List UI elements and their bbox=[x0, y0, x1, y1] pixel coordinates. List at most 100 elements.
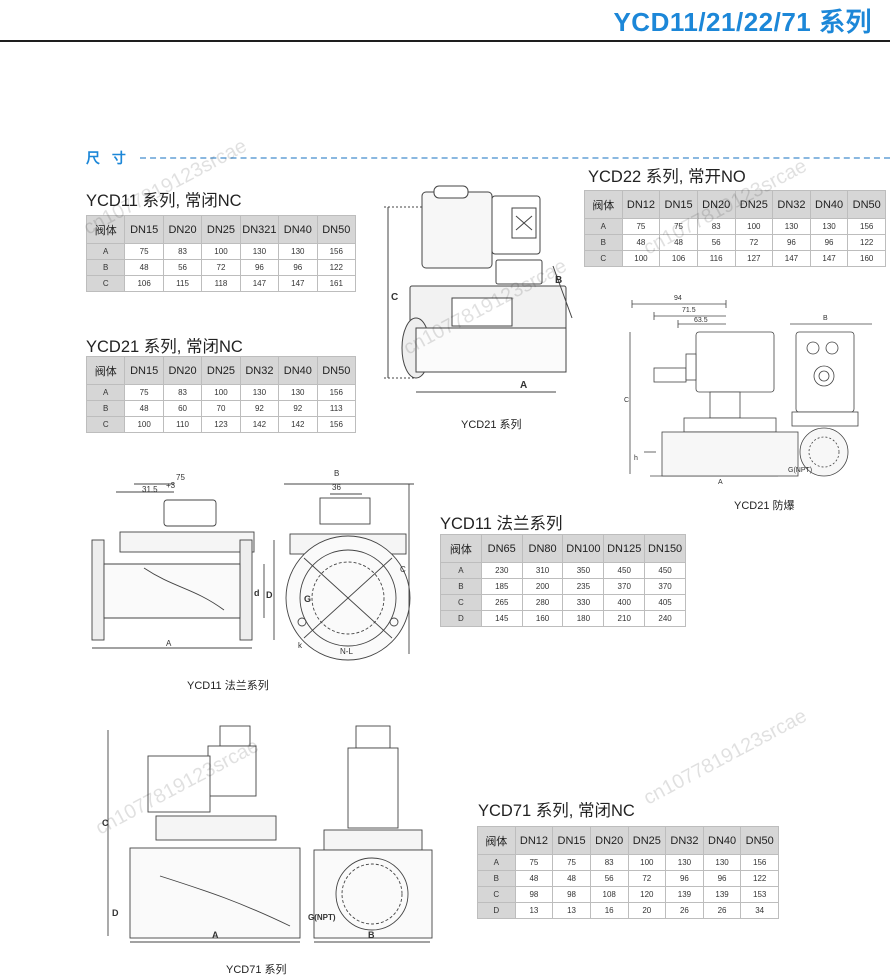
table-cell: 48 bbox=[552, 870, 591, 887]
ycd22-table-title: YCD22 系列, 常开NO bbox=[588, 168, 746, 186]
table-cell: 185 bbox=[480, 578, 523, 595]
table-cell: 400 bbox=[603, 594, 646, 611]
column-header: DN321 bbox=[239, 215, 280, 244]
ycd71-table-title: YCD71 系列, 常闭NC bbox=[478, 802, 635, 820]
table-cell: 130 bbox=[278, 243, 318, 260]
table-cell: 60 bbox=[162, 400, 203, 417]
column-header: DN25 bbox=[201, 215, 241, 244]
table-cell: 113 bbox=[316, 400, 357, 417]
row-label: A bbox=[584, 218, 623, 235]
ycd21-explosion-caption: YCD21 防爆 bbox=[734, 500, 795, 512]
flange-dim-b: B bbox=[334, 469, 339, 478]
table-cell: 72 bbox=[627, 870, 667, 887]
column-header: DN25 bbox=[201, 356, 241, 385]
section-divider bbox=[140, 157, 890, 159]
table-cell: 106 bbox=[124, 275, 164, 292]
column-header: DN40 bbox=[702, 826, 742, 855]
table-cell: 75 bbox=[621, 218, 661, 235]
ycd21-dim-b: B bbox=[555, 275, 562, 286]
table-cell: 350 bbox=[562, 562, 605, 579]
table-cell: 160 bbox=[521, 610, 564, 627]
flange-dim-a: A bbox=[166, 639, 172, 648]
table-cell: 139 bbox=[665, 886, 704, 903]
table-cell: 147 bbox=[772, 250, 811, 267]
table-cell: 16 bbox=[589, 902, 629, 919]
explosion-dim-63-5: 63.5 bbox=[694, 317, 708, 324]
table-cell: 139 bbox=[702, 886, 742, 903]
table-cell: 142 bbox=[278, 416, 318, 433]
row-label: C bbox=[85, 416, 126, 433]
explosion-dim-94: 94 bbox=[674, 295, 682, 302]
table-cell: 122 bbox=[740, 870, 779, 887]
table-cell: 156 bbox=[316, 243, 357, 260]
table-cell: 130 bbox=[702, 854, 742, 871]
column-header: DN20 bbox=[696, 190, 736, 219]
table-cell: 83 bbox=[589, 854, 629, 871]
flange-dim-75: 75 bbox=[176, 473, 185, 482]
row-label: B bbox=[85, 259, 126, 276]
ycd71-drawing: C D A G(NPT) B bbox=[102, 725, 433, 943]
table-cell: 96 bbox=[665, 870, 704, 887]
row-label: D bbox=[477, 902, 516, 919]
row-label: B bbox=[440, 578, 482, 595]
table-cell: 70 bbox=[201, 400, 241, 417]
column-header: DN40 bbox=[809, 190, 849, 219]
table-cell: 26 bbox=[665, 902, 704, 919]
table-cell: 370 bbox=[603, 578, 646, 595]
table-cell: 130 bbox=[665, 854, 704, 871]
table-cell: 160 bbox=[847, 250, 886, 267]
ycd21-table-title: YCD21 系列, 常闭NC bbox=[86, 338, 243, 356]
column-header: DN20 bbox=[589, 826, 629, 855]
table-cell: 48 bbox=[659, 234, 698, 251]
column-header: DN20 bbox=[162, 215, 203, 244]
flange-dim-d: D bbox=[266, 590, 273, 600]
table-cell: 48 bbox=[514, 870, 554, 887]
table-cell: 310 bbox=[521, 562, 564, 579]
column-header: DN15 bbox=[659, 190, 698, 219]
column-header: DN15 bbox=[552, 826, 591, 855]
column-header: DN32 bbox=[772, 190, 811, 219]
ycd21-explosion-drawing: 94 71.5 63.5 C h A B G(NPT) bbox=[624, 295, 872, 486]
flange-dim-36: 36 bbox=[332, 483, 341, 492]
flange-dim-3: +3 bbox=[166, 481, 176, 490]
column-header: DN15 bbox=[124, 356, 164, 385]
column-header: 阀体 bbox=[584, 190, 623, 219]
row-label: D bbox=[440, 610, 482, 627]
table-cell: 96 bbox=[702, 870, 742, 887]
ycd71-dim-a: A bbox=[212, 930, 219, 940]
table-cell: 83 bbox=[696, 218, 736, 235]
table-cell: 56 bbox=[589, 870, 629, 887]
table-cell: 142 bbox=[239, 416, 280, 433]
table-cell: 156 bbox=[316, 416, 357, 433]
table-cell: 147 bbox=[239, 275, 280, 292]
table-cell: 96 bbox=[278, 259, 318, 276]
table-cell: 130 bbox=[239, 243, 280, 260]
column-header: DN40 bbox=[278, 356, 318, 385]
table-cell: 450 bbox=[603, 562, 646, 579]
table-cell: 92 bbox=[239, 400, 280, 417]
table-cell: 100 bbox=[201, 243, 241, 260]
row-label: A bbox=[477, 854, 516, 871]
table-cell: 405 bbox=[644, 594, 686, 611]
column-header: DN50 bbox=[316, 356, 357, 385]
table-cell: 13 bbox=[552, 902, 591, 919]
flange-dim-d-lower: d bbox=[254, 588, 260, 598]
row-label: B bbox=[85, 400, 126, 417]
table-cell: 130 bbox=[239, 384, 280, 401]
ycd11-flange-drawing: 75 31.5 +3 A d D B 36 C G k N-L bbox=[91, 469, 414, 661]
column-header: DN50 bbox=[847, 190, 886, 219]
table-cell: 330 bbox=[562, 594, 605, 611]
table-cell: 156 bbox=[316, 384, 357, 401]
header-divider bbox=[0, 40, 890, 42]
ycd71-dim-d: D bbox=[112, 908, 119, 918]
